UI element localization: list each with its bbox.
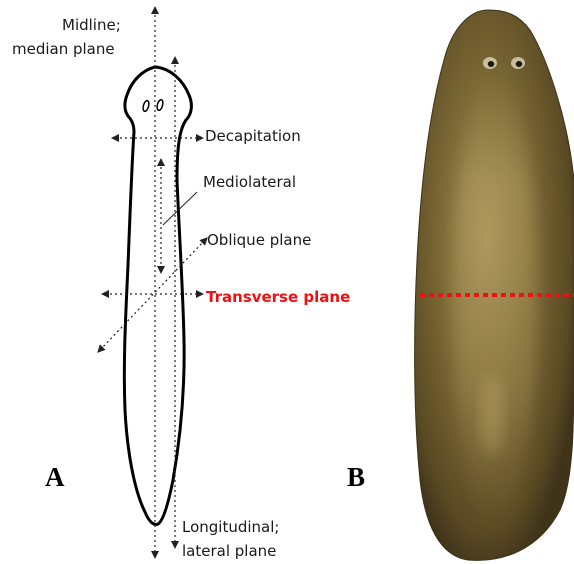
planaria-photo-panel xyxy=(415,10,574,560)
eyespot-right xyxy=(156,99,164,111)
mediolateral-label: Mediolateral xyxy=(203,172,296,192)
photo-eyespot-left-pupil xyxy=(488,61,494,67)
midline-label-line1: Midline; xyxy=(62,15,121,35)
longitudinal-label-line2: lateral plane xyxy=(182,541,276,561)
planaria-outline xyxy=(124,67,191,525)
longitudinal-label-line1: Longitudinal; xyxy=(182,517,279,537)
transverse-plane-label: Transverse plane xyxy=(206,287,350,307)
schematic-panel xyxy=(100,10,205,555)
photo-eyespot-right-pupil xyxy=(516,61,522,67)
planaria-midline-highlight xyxy=(453,70,537,530)
panel-label-a: A xyxy=(45,462,65,492)
midline-label-line2: median plane xyxy=(12,39,115,59)
eyespot-left xyxy=(142,100,150,112)
decapitation-label: Decapitation xyxy=(205,126,301,146)
oblique-plane-label: Oblique plane xyxy=(207,230,311,250)
planaria-pharynx xyxy=(480,375,504,455)
oblique-plane-line xyxy=(100,240,205,350)
panel-label-b: B xyxy=(347,462,365,492)
